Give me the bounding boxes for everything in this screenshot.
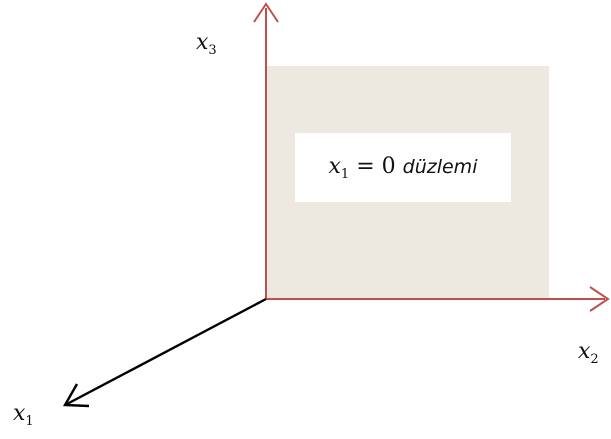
plane-label-variable: x xyxy=(328,153,341,179)
x1-index: 1 xyxy=(25,414,34,429)
plane-label-index: 1 xyxy=(340,166,350,182)
plane-label: x1 = 0 düzlemi xyxy=(329,154,478,182)
x3-index: 3 xyxy=(208,43,217,58)
x2-axis-label: x2 xyxy=(578,339,599,367)
x3-axis-label: x3 xyxy=(196,30,217,58)
plane-label-box: x1 = 0 düzlemi xyxy=(295,133,511,202)
x2-index: 2 xyxy=(590,352,599,367)
x1-arrowhead-icon xyxy=(62,383,90,408)
x2-symbol: x xyxy=(578,339,591,364)
x3-arrowhead-icon xyxy=(253,2,279,23)
x2-arrowhead-icon xyxy=(589,286,610,312)
x1-axis-line xyxy=(66,297,267,406)
plane-label-word: düzlemi xyxy=(402,155,478,178)
x1-axis-label: x1 xyxy=(13,401,34,429)
x1-symbol: x xyxy=(13,401,26,426)
plane-label-equation: = 0 xyxy=(356,153,396,179)
x3-symbol: x xyxy=(196,30,209,55)
